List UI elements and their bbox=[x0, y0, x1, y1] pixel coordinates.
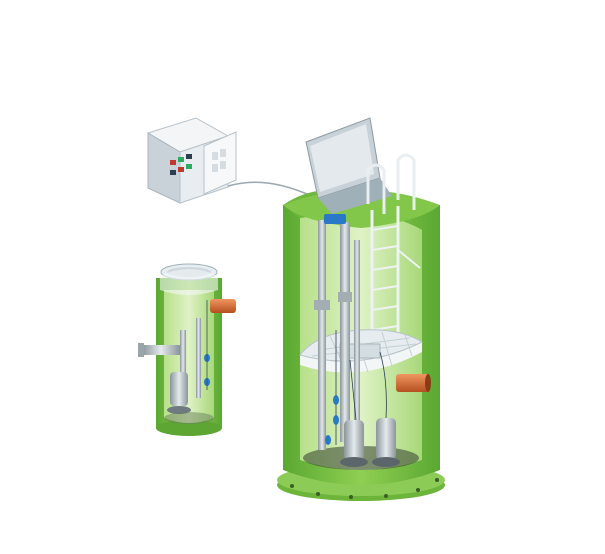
submersible-pump-icon bbox=[340, 418, 400, 467]
large-pump-station-icon bbox=[277, 117, 445, 501]
submersible-pump-icon bbox=[167, 372, 191, 414]
control-cabinet-icon bbox=[146, 117, 237, 204]
small-pump-station-icon bbox=[138, 263, 236, 436]
inlet-pipe-icon bbox=[396, 374, 431, 392]
ladder-icon bbox=[370, 206, 400, 348]
